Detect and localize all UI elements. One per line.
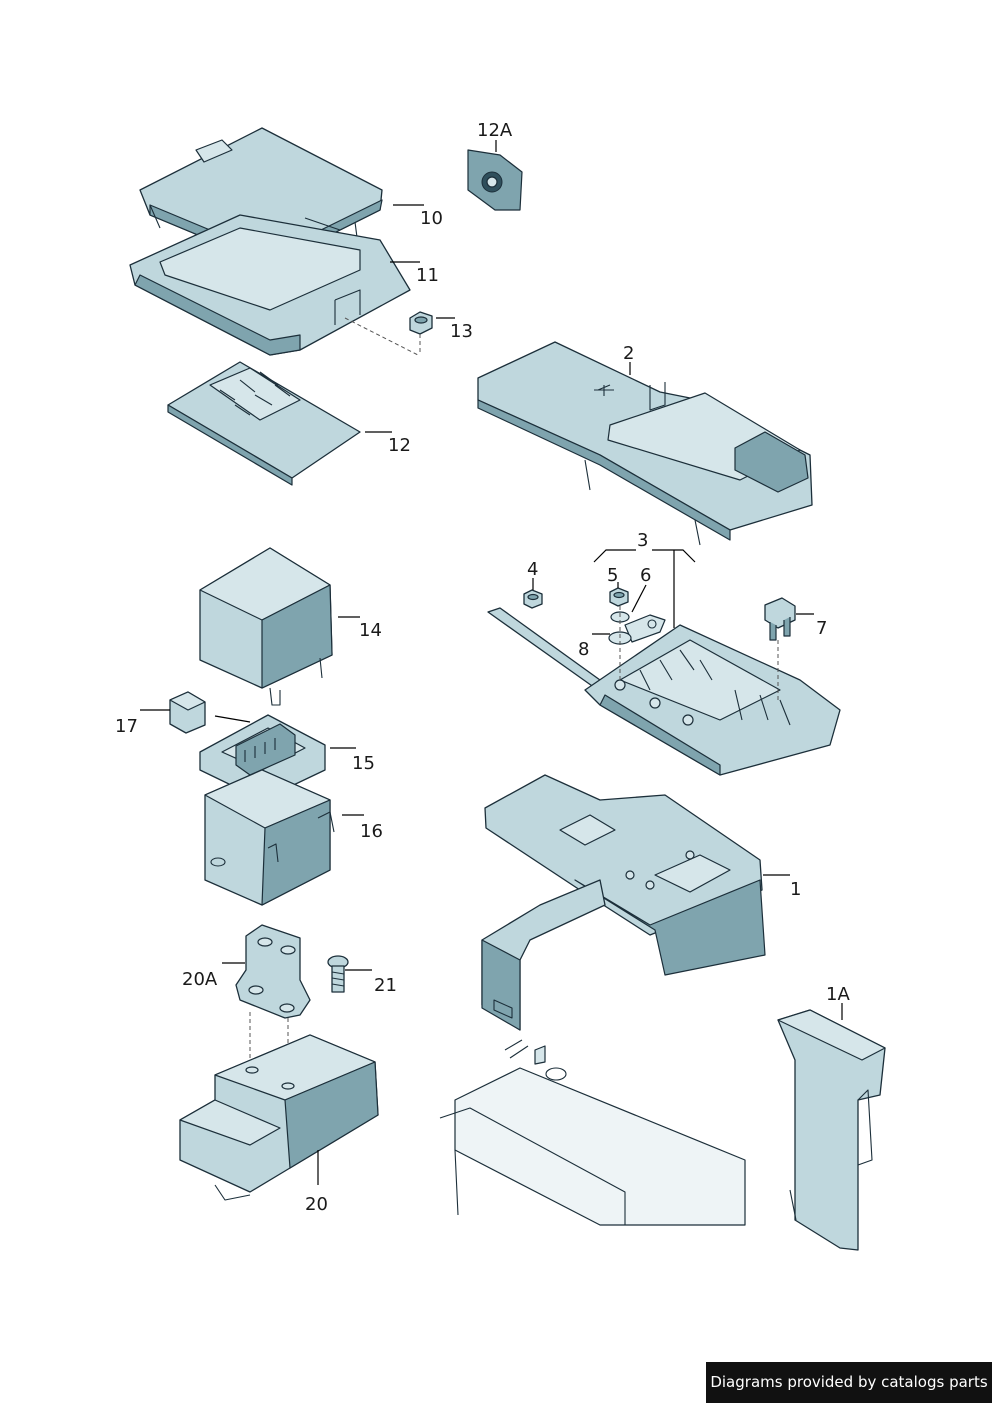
callout-2: 2 (623, 343, 634, 364)
part-5-nut[interactable] (609, 587, 629, 607)
leader-lines (140, 140, 843, 1185)
callout-15: 15 (352, 753, 375, 774)
part-20a-bracket[interactable] (235, 924, 311, 1019)
part-12a-connector-grommet[interactable] (467, 149, 523, 211)
callout-21: 21 (374, 975, 397, 996)
callout-13: 13 (450, 321, 473, 342)
part-21-bolt[interactable] (327, 955, 349, 993)
part-15-relay-socket[interactable] (199, 714, 326, 801)
callout-6: 6 (640, 565, 651, 586)
part-20-control-unit[interactable] (179, 1034, 379, 1201)
callout-20a: 20A (182, 969, 218, 990)
callout-1: 1 (790, 879, 801, 900)
callout-11: 11 (416, 265, 439, 286)
callout-12a: 12A (477, 120, 513, 141)
part-13-nut[interactable] (409, 311, 433, 335)
part-13-mounting-axis (344, 317, 421, 356)
callout-17: 17 (115, 716, 138, 737)
callout-3: 3 (637, 530, 648, 551)
callout-1a: 1A (826, 984, 850, 1005)
part-16-relay-housing[interactable] (204, 769, 335, 906)
part-11-fuse-box-frame[interactable] (129, 214, 411, 356)
callout-14: 14 (359, 620, 382, 641)
callout-4: 4 (527, 559, 538, 580)
part-17-relay[interactable] (169, 691, 206, 734)
part-14-relay-cover[interactable] (199, 547, 333, 706)
callout-12: 12 (388, 435, 411, 456)
part-4-nut[interactable] (523, 589, 543, 609)
battery-outline (439, 1039, 746, 1226)
callout-10: 10 (420, 208, 443, 229)
callout-7: 7 (816, 618, 827, 639)
part-2-main-cover[interactable] (477, 341, 813, 546)
part-1a-cover[interactable] (777, 1009, 886, 1251)
part-12-relay-carrier[interactable] (167, 361, 361, 486)
credit-banner: Diagrams provided by catalogs parts (706, 1362, 992, 1403)
callout-16: 16 (360, 821, 383, 842)
callout-20: 20 (305, 1194, 328, 1215)
part-1-bracket[interactable] (481, 774, 766, 1031)
callout-5: 5 (607, 565, 618, 586)
callout-labels: 10 11 13 12A 12 2 3 4 5 6 8 7 14 17 15 1… (115, 120, 850, 1215)
part-3-fuse-carrier[interactable] (487, 607, 841, 776)
callout-8: 8 (578, 639, 589, 660)
part-7-fuse[interactable] (764, 597, 796, 641)
